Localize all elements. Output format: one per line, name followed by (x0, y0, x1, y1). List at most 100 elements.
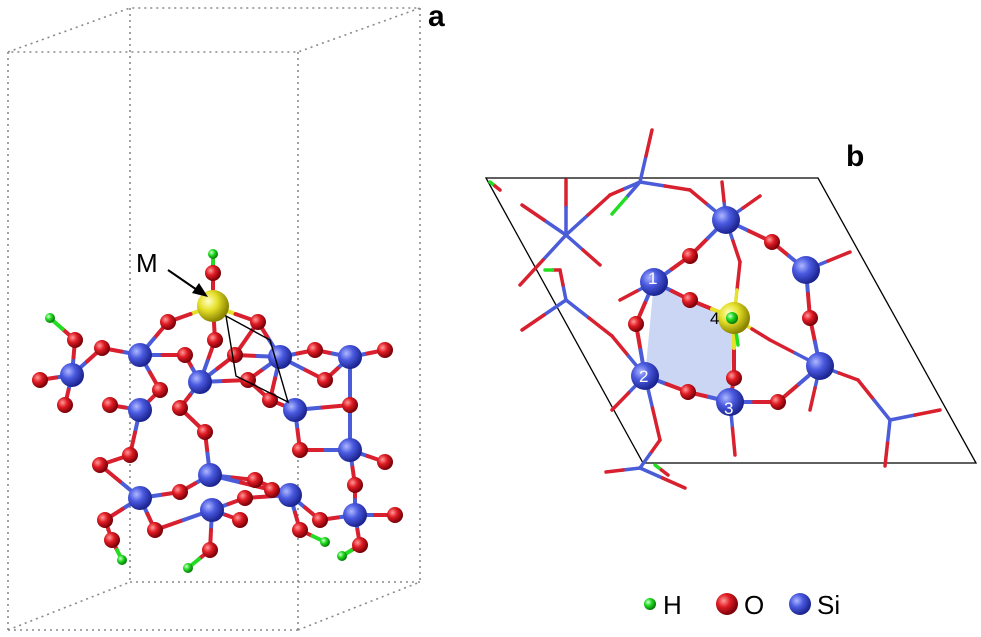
atom-a-o-12 (227, 347, 243, 363)
stick-b-29-half-1 (768, 338, 797, 355)
legend-h-label: H (663, 590, 682, 620)
atom-a-o-49 (202, 542, 218, 558)
atom-a-o-20 (57, 397, 73, 413)
stick-b-10-half-2 (720, 180, 726, 203)
stick-b-14-half-1 (561, 283, 568, 302)
atom-a-o-43 (92, 457, 108, 473)
legend: H O Si (644, 590, 840, 620)
atom-a-h-52 (183, 563, 193, 573)
atom-a-o-2 (205, 265, 221, 281)
stick-b-27-half-2 (826, 250, 852, 263)
stick-b-22-half-2 (837, 371, 860, 382)
stick-b-23-half-1 (856, 378, 876, 402)
atom-a-si-8 (268, 345, 292, 369)
atom-a-o-42 (97, 512, 113, 528)
unit-cell-b (484, 177, 978, 464)
atom-a-si-41 (200, 498, 224, 522)
site-label-1: 1 (648, 269, 657, 288)
stick-b-9-half-1 (688, 188, 710, 207)
stick-b-4-half-1 (564, 233, 585, 252)
legend-si-marker (789, 593, 811, 615)
stick-b-33-half-2 (618, 289, 639, 302)
atom-a-o-30 (342, 397, 358, 413)
stick-b-1-half-1 (542, 218, 568, 237)
atoms-b (628, 206, 834, 416)
atom-a-o-17 (172, 400, 188, 416)
m-arrow (167, 269, 201, 293)
site-label-2: 2 (639, 367, 648, 386)
atom-a-o-16 (240, 372, 256, 388)
atom-b-h-on-metal (726, 312, 738, 324)
stick-b-2-half-1 (541, 233, 568, 262)
atom-b-o-14 (682, 292, 698, 308)
stick-b-15-half-1 (610, 334, 631, 358)
stick-b-7-half-2 (663, 184, 692, 192)
atom-a-m-0 (197, 290, 229, 322)
atom-a-si-32 (198, 463, 222, 487)
atom-a-o-44 (147, 522, 163, 538)
stick-b-16-half-2 (610, 391, 631, 412)
stick-b-20-half-2 (660, 476, 687, 490)
site-label-4: 4 (710, 309, 719, 328)
stick-b-31-half-1 (735, 260, 742, 292)
shaded-ring-b (645, 282, 734, 402)
atom-b-o-9 (628, 316, 644, 332)
atom-b-o-12 (726, 370, 742, 386)
stick-b-7-half-1 (638, 180, 667, 188)
atom-b-si-0 (640, 268, 668, 296)
stick-b-28-half-2 (750, 327, 772, 342)
atom-a-o-57 (232, 512, 248, 528)
atom-a-o-25 (122, 447, 138, 463)
atom-a-o-56 (264, 482, 280, 498)
atom-a-o-36 (247, 472, 263, 488)
highlight-rhombus-a (225, 314, 290, 404)
atom-a-o-10 (94, 340, 110, 356)
stick-b-3-half-2 (586, 193, 612, 217)
stick-b-18-half-2 (638, 452, 652, 470)
stick-b-8-half-1 (624, 180, 642, 200)
legend-si-label: Si (817, 590, 840, 620)
panel-b: 1 2 3 4 b (484, 128, 978, 490)
atom-a-o-21 (67, 332, 83, 348)
atom-a-o-37 (172, 484, 188, 500)
metal-label: M (136, 248, 158, 278)
stick-b-2-half-2 (518, 258, 545, 287)
atom-a-si-33 (338, 438, 362, 462)
atom-a-h-53 (320, 537, 330, 547)
stick-b-18-half-1 (648, 438, 662, 456)
atom-a-o-11 (177, 347, 193, 363)
stick-b-19-half-1 (621, 466, 642, 472)
stick-b-4-half-2 (581, 248, 602, 267)
atom-a-o-54 (352, 537, 368, 553)
stick-b-8-half-2 (610, 196, 628, 216)
stick-b-24-half-2 (913, 408, 942, 417)
atom-a-o-29 (292, 442, 308, 458)
atom-a-o-34 (347, 477, 363, 493)
atom-b-o-8 (764, 234, 780, 250)
panel-a: M a (7, 0, 445, 631)
atom-b-o-7 (682, 248, 698, 264)
atom-a-o-13 (307, 342, 323, 358)
stick-b-12-half-2 (520, 313, 546, 332)
legend-h-marker (644, 598, 656, 610)
stick-b-35-half-2 (493, 184, 502, 192)
atom-a-o-48 (292, 522, 308, 538)
atom-a-si-6 (128, 343, 152, 367)
atom-a-o-31 (197, 424, 213, 440)
stick-b-6-half-1 (638, 154, 648, 184)
panel-letter-a: a (428, 0, 445, 33)
stick-b-17-half-2 (650, 406, 662, 442)
atom-a-o-5 (207, 332, 223, 348)
atom-a-o-24 (102, 397, 118, 413)
m-arrow-head (192, 283, 208, 297)
atom-a-si-23 (128, 398, 152, 422)
stick-b-5-half-1 (608, 186, 627, 197)
stick-b-1-half-2 (520, 203, 546, 222)
atom-b-o-11 (770, 394, 786, 410)
atom-a-o-3 (160, 314, 176, 330)
atom-a-h-1 (208, 249, 218, 259)
stick-b-30-half-2 (731, 239, 742, 264)
atom-b-si-2 (716, 388, 744, 416)
atom-a-si-40 (343, 503, 367, 527)
